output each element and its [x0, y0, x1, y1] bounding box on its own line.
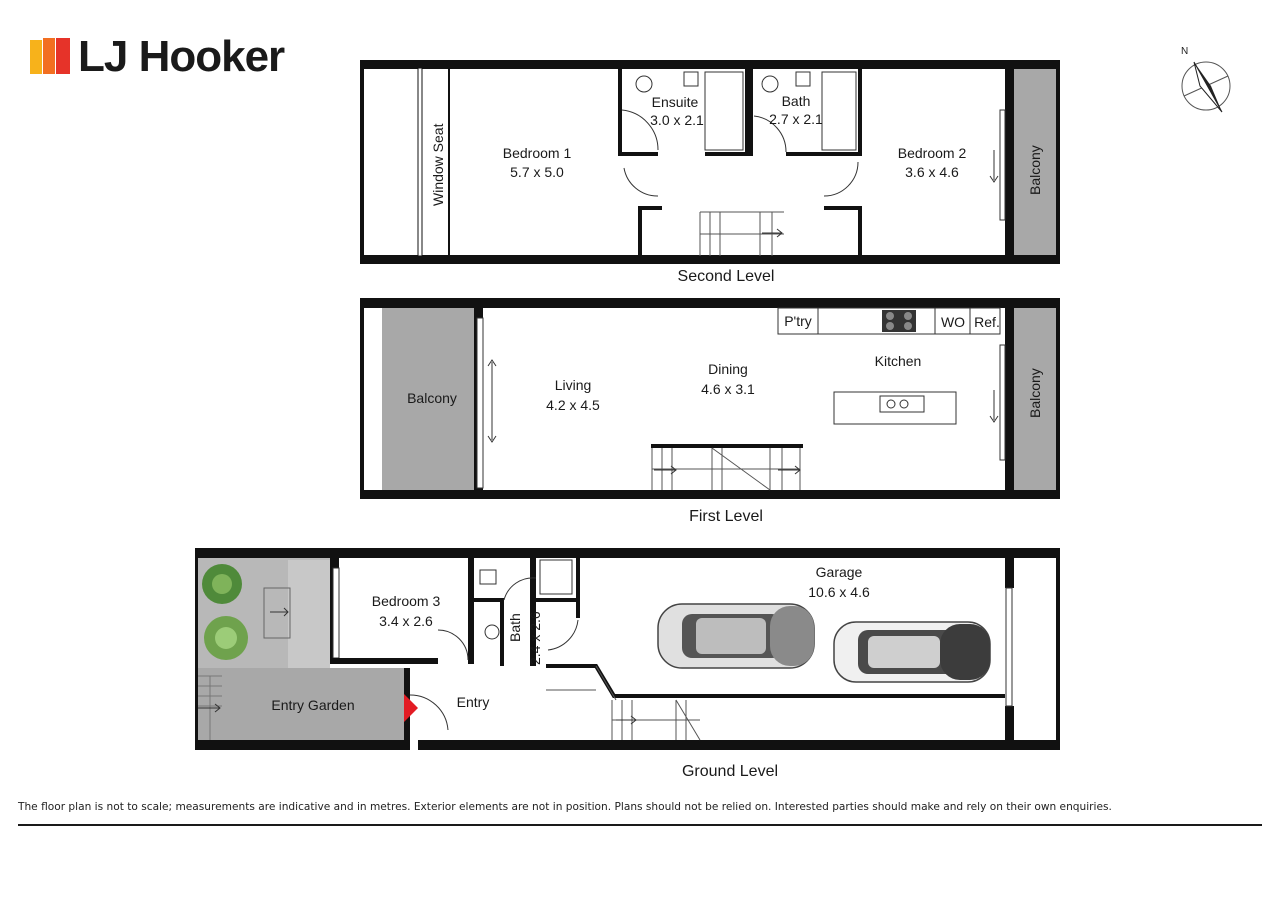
entry-label: Entry — [457, 694, 490, 710]
window-seat-label: Window Seat — [430, 123, 446, 206]
bedroom2-size: 3.6 x 4.6 — [905, 164, 959, 180]
dining-label: Dining — [708, 361, 748, 377]
balcony-second-label: Balcony — [1027, 145, 1043, 195]
brand-name: LJ Hooker — [78, 32, 285, 81]
garage-size: 10.6 x 4.6 — [808, 584, 870, 600]
compass-north-label: N — [1181, 46, 1188, 57]
second-level-label: Second Level — [678, 268, 775, 285]
balcony-first-left-label: Balcony — [407, 390, 457, 406]
footer-divider — [18, 824, 1262, 826]
bedroom3-label: Bedroom 3 — [372, 593, 441, 609]
ensuite-size: 3.0 x 2.1 — [650, 112, 704, 128]
entry-garden-label: Entry Garden — [271, 697, 354, 713]
ground-level: Bedroom 3 3.4 x 2.6 Bath 2.4 x 2.6 Garag… — [195, 548, 1060, 780]
compass-icon: N — [1181, 46, 1231, 113]
ensuite-label: Ensuite — [652, 94, 699, 110]
first-level-label: First Level — [689, 508, 763, 525]
bath-ground-size: 2.4 x 2.6 — [527, 611, 543, 665]
bath-upper-size: 2.7 x 2.1 — [769, 111, 823, 127]
car-icon — [833, 621, 991, 683]
pantry-label: P'try — [784, 313, 812, 329]
brand-logo-icon — [30, 38, 70, 74]
fridge-label: Ref. — [974, 314, 1000, 330]
bath-upper-label: Bath — [782, 93, 811, 109]
bedroom2-label: Bedroom 2 — [898, 145, 967, 161]
ground-level-label: Ground Level — [682, 763, 778, 780]
entry-marker-icon — [404, 694, 418, 722]
dining-size: 4.6 x 3.1 — [701, 381, 755, 397]
bath-ground-label: Bath — [507, 613, 523, 642]
garage-label: Garage — [816, 564, 863, 580]
first-level: Balcony Living 4.2 x 4.5 Dining 4.6 x 3.… — [360, 298, 1060, 525]
wall-oven-label: WO — [941, 314, 965, 330]
balcony-first-left — [382, 308, 474, 492]
balcony-second-level — [1014, 66, 1058, 256]
entry-garden-area — [196, 668, 408, 744]
bedroom3-size: 3.4 x 2.6 — [379, 613, 433, 629]
bedroom1-label: Bedroom 1 — [503, 145, 572, 161]
living-size: 4.2 x 4.5 — [546, 397, 600, 413]
kitchen-label: Kitchen — [875, 353, 922, 369]
living-label: Living — [555, 377, 592, 393]
balcony-first-right-label: Balcony — [1027, 368, 1043, 418]
second-level: Bedroom 1 5.7 x 5.0 Window Seat Ensuite … — [360, 60, 1060, 285]
disclaimer-text: The floor plan is not to scale; measurem… — [18, 801, 1112, 813]
balcony-first-right — [1014, 308, 1058, 492]
car-icon — [657, 603, 815, 669]
bedroom1-size: 5.7 x 5.0 — [510, 164, 564, 180]
